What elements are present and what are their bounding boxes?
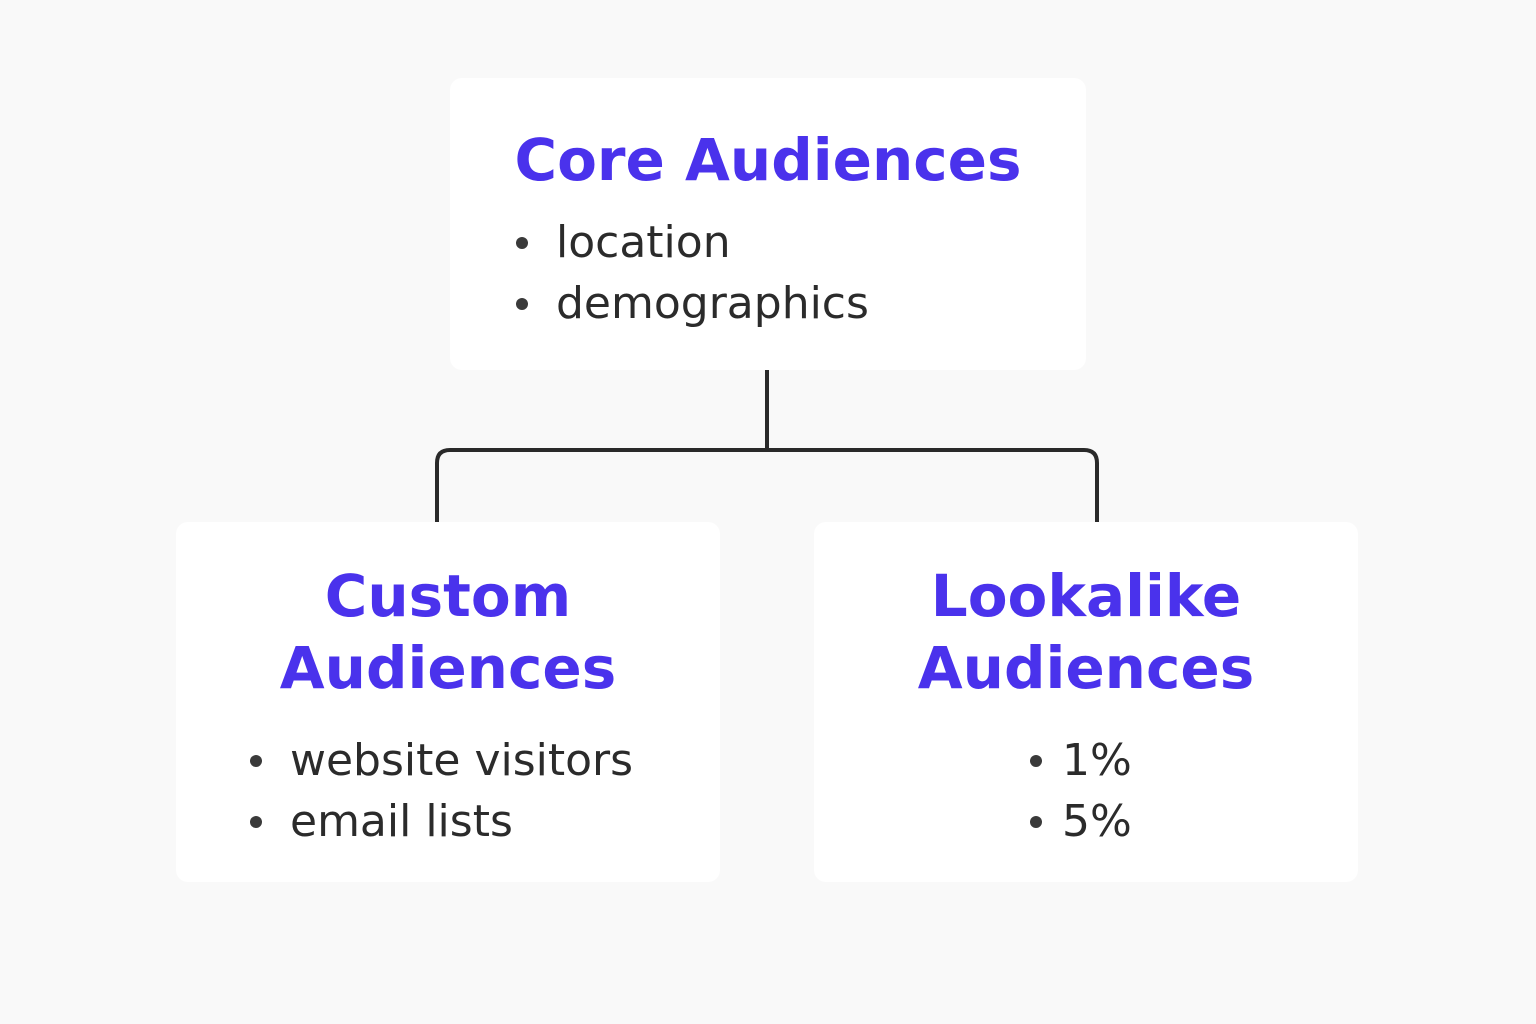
- title-line: Audiences: [917, 634, 1255, 702]
- connector-core-to-custom: [435, 370, 769, 522]
- list-item: website visitors: [248, 730, 633, 791]
- lookalike-audiences-title: Lookalike Audiences: [814, 560, 1358, 704]
- bullet-dot-icon: [516, 298, 528, 310]
- bullet-dot-icon: [250, 816, 262, 828]
- list-item: demographics: [514, 273, 869, 334]
- bullet-dot-icon: [1030, 816, 1042, 828]
- lookalike-audiences-card: Lookalike Audiences 1% 5%: [814, 522, 1358, 882]
- custom-audiences-card: Custom Audiences website visitors email …: [176, 522, 720, 882]
- list-item-text: email lists: [290, 796, 513, 847]
- connector-core-to-lookalike: [767, 448, 1099, 522]
- bullet-dot-icon: [516, 237, 528, 249]
- bullet-dot-icon: [250, 755, 262, 767]
- list-item: location: [514, 212, 869, 273]
- bullet-dot-icon: [1030, 755, 1042, 767]
- title-line: Core Audiences: [514, 126, 1022, 194]
- title-line: Audiences: [279, 634, 617, 702]
- list-item-text: demographics: [556, 278, 869, 329]
- custom-audiences-list: website visitors email lists: [248, 730, 633, 852]
- lookalike-audiences-list: 1% 5%: [1028, 730, 1132, 852]
- core-audiences-list: location demographics: [514, 212, 869, 334]
- list-item: 1%: [1028, 730, 1132, 791]
- list-item: 5%: [1028, 791, 1132, 852]
- core-audiences-card: Core Audiences location demographics: [450, 78, 1086, 370]
- list-item-text: website visitors: [290, 735, 634, 786]
- custom-audiences-title: Custom Audiences: [176, 560, 720, 704]
- title-line: Custom: [324, 562, 572, 630]
- list-item-text: 5%: [1062, 796, 1132, 847]
- list-item: email lists: [248, 791, 633, 852]
- list-item-text: location: [556, 217, 731, 268]
- core-audiences-title: Core Audiences: [450, 124, 1086, 196]
- list-item-text: 1%: [1062, 735, 1132, 786]
- title-line: Lookalike: [930, 562, 1242, 630]
